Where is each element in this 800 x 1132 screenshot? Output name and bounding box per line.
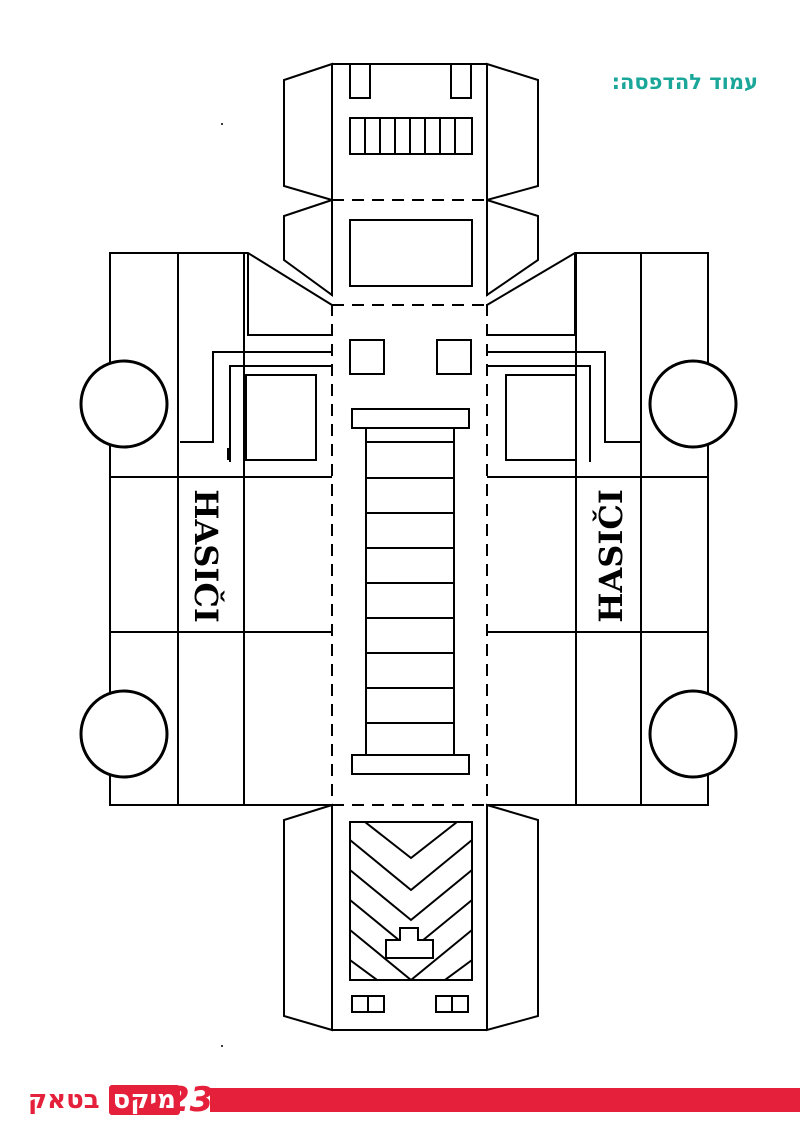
right-window xyxy=(505,374,577,461)
ladder-top-bar xyxy=(351,408,470,429)
print-page-label: עמוד להדפסה: xyxy=(611,70,758,94)
rear-step-icon xyxy=(385,927,434,959)
top-left-side-flap xyxy=(283,62,333,202)
windshield xyxy=(349,219,473,287)
mirror-right xyxy=(450,63,472,99)
roof-light-left xyxy=(349,339,385,375)
side-text-right: HASIČI xyxy=(592,489,630,623)
top-cab-section xyxy=(283,62,539,297)
left-front-wheel xyxy=(79,359,169,449)
left-rear-wheel xyxy=(79,689,169,779)
ladder-bottom-bar xyxy=(351,754,470,775)
roof-light-right xyxy=(436,339,472,375)
left-side-panel xyxy=(79,252,333,806)
rear-left-flap xyxy=(283,803,333,1032)
right-side-panel xyxy=(486,252,738,806)
magazine-word-2: מיקס xyxy=(108,1085,180,1115)
footer-bar xyxy=(210,1088,800,1112)
side-text-left: HASIČI xyxy=(187,489,225,623)
windshield-right-flap xyxy=(486,198,539,297)
magazine-word-1: בטאק xyxy=(28,1085,100,1115)
magazine-logo: מיקס בטאק xyxy=(28,1082,180,1118)
windshield-left-flap xyxy=(283,198,333,297)
ladder-rails xyxy=(365,427,455,756)
left-window xyxy=(245,374,317,461)
roof-section xyxy=(349,339,472,775)
rear-section xyxy=(283,803,539,1032)
top-right-side-flap xyxy=(486,62,539,202)
mirror-left xyxy=(349,63,371,99)
right-front-wheel xyxy=(648,359,738,449)
rear-right-flap xyxy=(486,803,539,1032)
right-rear-wheel xyxy=(648,689,738,779)
